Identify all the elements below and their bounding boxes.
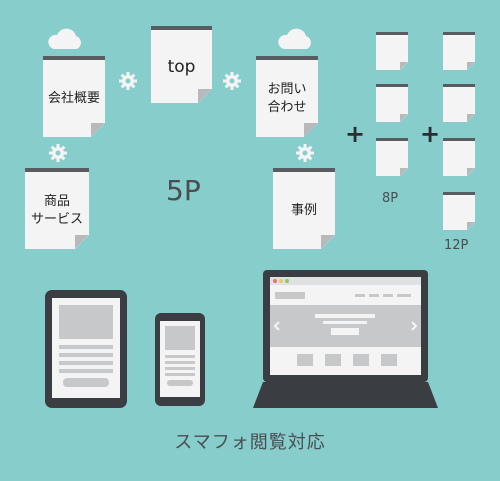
tablet-icon xyxy=(45,290,127,408)
gear-icon xyxy=(49,144,67,162)
mini-page xyxy=(443,192,475,230)
mini-page xyxy=(443,138,475,176)
page-contact: お問い合わせ xyxy=(256,56,318,137)
mini-page xyxy=(376,32,408,70)
page-cases: 事例 xyxy=(273,168,335,249)
mini-page xyxy=(443,32,475,70)
gear-icon xyxy=(296,144,314,162)
page-cases-label: 事例 xyxy=(290,202,317,218)
page-count-main: 5P xyxy=(166,174,201,207)
page-products: 商品サービス xyxy=(25,168,89,249)
cloud-icon xyxy=(48,28,81,49)
page-top-label: top xyxy=(167,56,196,77)
caption: スマフォ閲覧対応 xyxy=(174,432,326,453)
smartphone-icon xyxy=(155,313,205,406)
page-company-label: 会社概要 xyxy=(47,90,100,106)
page-contact-label: お問い合わせ xyxy=(267,81,307,115)
mini-page xyxy=(376,138,408,176)
page-products-label: 商品サービス xyxy=(30,193,83,227)
page-top: top xyxy=(151,26,212,103)
page-company: 会社概要 xyxy=(43,56,105,137)
page-count-8p: 8P xyxy=(382,191,399,206)
mini-page xyxy=(376,84,408,122)
page-count-12p: 12P xyxy=(444,238,469,253)
plus-sign: + xyxy=(345,120,366,148)
gear-icon xyxy=(223,72,241,90)
gear-icon xyxy=(119,72,137,90)
laptop-icon xyxy=(253,270,438,408)
cloud-icon xyxy=(278,28,311,49)
plus-sign: + xyxy=(420,120,441,148)
mini-page xyxy=(443,84,475,122)
